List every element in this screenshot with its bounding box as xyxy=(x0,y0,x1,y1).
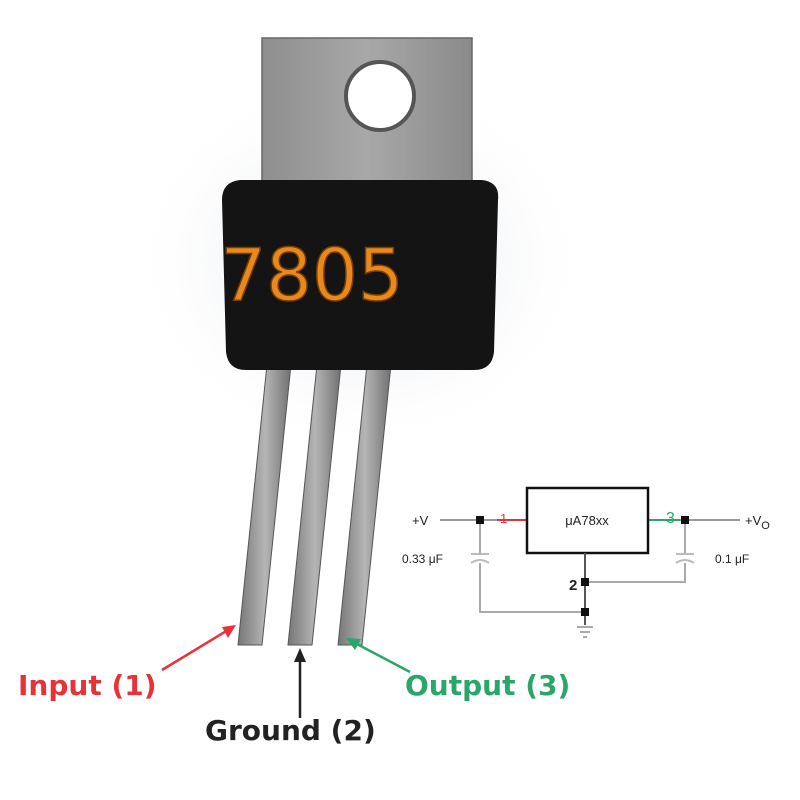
package-body: 7805 xyxy=(220,180,499,370)
node-input xyxy=(476,516,484,524)
input-label: Input (1) xyxy=(18,669,157,702)
heatsink-tab xyxy=(261,37,473,201)
leads xyxy=(237,354,393,646)
pin-arrows xyxy=(161,625,411,718)
output-capacitor xyxy=(675,553,695,564)
pin2-label: 2 xyxy=(569,577,577,594)
ic-box xyxy=(525,486,650,555)
part-number: 7805 xyxy=(220,233,403,317)
node-ground xyxy=(581,608,589,616)
output-cap-value: 0.1 μF xyxy=(715,552,749,566)
input-arrow xyxy=(161,628,229,672)
pin3-label: 3 xyxy=(666,510,675,527)
ground-symbol-icon xyxy=(577,626,593,638)
node-pin2 xyxy=(581,578,589,586)
output-voltage-label: +VO xyxy=(745,513,770,532)
mounting-hole xyxy=(344,60,416,132)
ground-label: Ground (2) xyxy=(205,714,376,747)
input-cap-value: 0.33 μF xyxy=(402,552,443,566)
node-output xyxy=(681,516,689,524)
input-capacitor xyxy=(470,553,490,564)
ic-label: μA78xx xyxy=(565,513,609,528)
input-voltage-label: +V xyxy=(412,513,429,528)
output-arrow xyxy=(354,641,411,674)
pin1-label: 1 xyxy=(500,511,507,526)
schematic: μA78xx +V 1 3 2 +VO 0.33 μF 0.1 μF xyxy=(402,486,770,638)
output-label: Output (3) xyxy=(405,669,570,702)
